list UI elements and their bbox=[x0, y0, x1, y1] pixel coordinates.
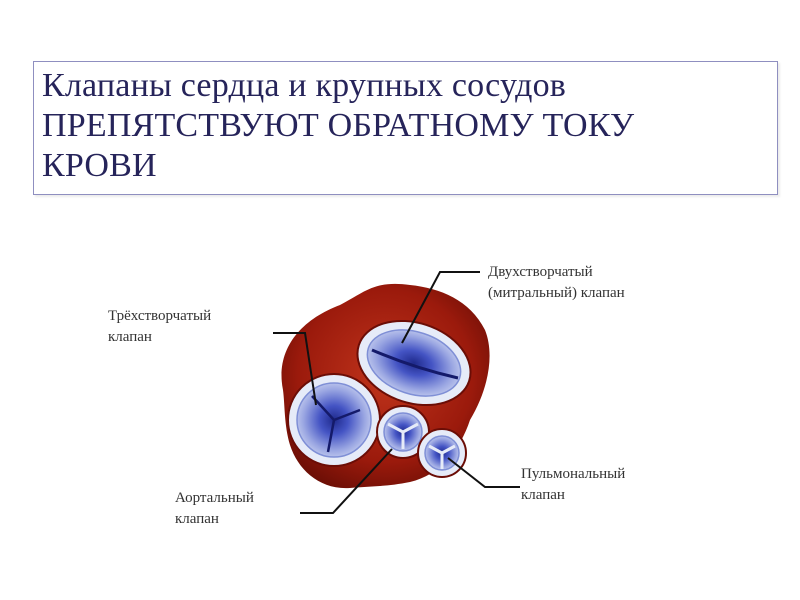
aortic-valve bbox=[376, 405, 430, 459]
title-line-3: КРОВИ bbox=[42, 147, 157, 184]
leader-line-aortic bbox=[300, 448, 393, 514]
label-pulmonary-line-1: Пульмональный bbox=[521, 466, 626, 482]
label-tricuspid-line-1: Трёхстворчатый bbox=[108, 308, 212, 324]
pulmonary-valve bbox=[417, 428, 467, 478]
mitral-valve bbox=[356, 319, 472, 407]
title-line-2: ПРЕПЯТСТВУЮТ ОБРАТНОМУ ТОКУ bbox=[42, 107, 635, 144]
label-aortic-line-1: Аортальный bbox=[175, 490, 254, 506]
leader-line-mitral bbox=[401, 271, 480, 344]
label-tricuspid-line-2: клапан bbox=[108, 329, 152, 345]
label-aortic-line-2: клапан bbox=[175, 511, 219, 527]
title-box bbox=[33, 61, 778, 195]
page-title: Клапаны сердца и крупных сосудов ПРЕПЯТС… bbox=[42, 66, 762, 186]
label-aortic: Аортальный клапан bbox=[175, 488, 254, 530]
label-mitral: Двухстворчатый (митральный) клапан bbox=[488, 262, 625, 304]
leader-line-tricuspid bbox=[273, 332, 317, 406]
tricuspid-valve bbox=[287, 373, 381, 467]
label-pulmonary-line-2: клапан bbox=[521, 487, 565, 503]
leader-line-pulmonary bbox=[447, 457, 520, 488]
title-line-1: Клапаны сердца и крупных сосудов bbox=[42, 67, 567, 104]
label-pulmonary: Пульмональный клапан bbox=[521, 464, 625, 506]
label-tricuspid: Трёхстворчатый клапан bbox=[108, 306, 211, 348]
label-mitral-line-2: (митральный) клапан bbox=[488, 285, 625, 301]
label-mitral-line-1: Двухстворчатый bbox=[488, 264, 593, 280]
